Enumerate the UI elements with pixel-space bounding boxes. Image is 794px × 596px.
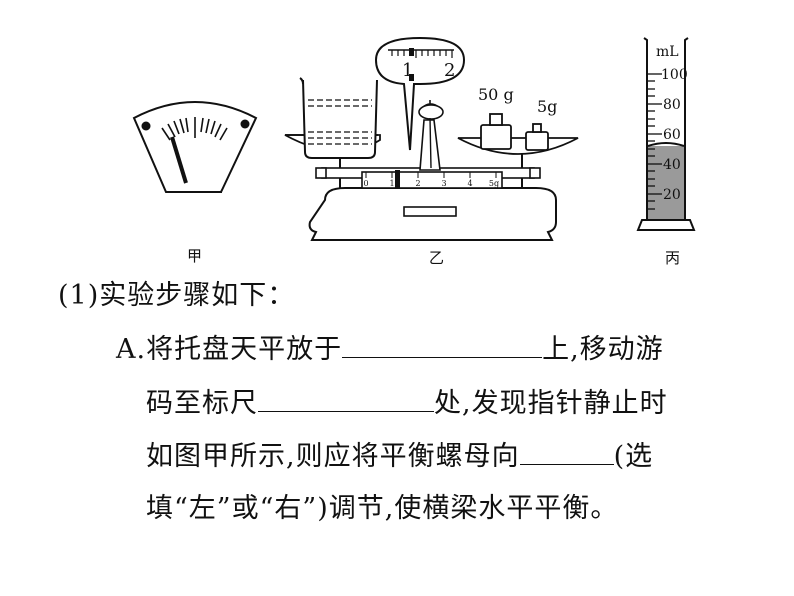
beam-scale-label-3: 3 (441, 179, 446, 188)
weight-small-label: 5g (537, 97, 557, 116)
question-line-2: 码至标尺 处,发现指针静止时 (146, 387, 668, 420)
line1-text-a: A.将托盘天平放于 (116, 334, 343, 365)
cylinder-tick-60: 60 (663, 127, 681, 143)
zoom-label-1: 1 (402, 60, 413, 81)
beam-scale-label-4: 4 (467, 179, 472, 188)
weight-large-label: 50 g (478, 85, 514, 104)
answer-blank-2[interactable] (258, 387, 434, 412)
answer-blank-3[interactable] (519, 440, 614, 465)
line1-text-b: 上,移动游 (542, 334, 664, 365)
caption-yi: 乙 (429, 249, 445, 267)
balance-nut-right (529, 167, 541, 179)
weight-5g (525, 131, 549, 151)
question-line-3: 如图甲所示,则应将平衡螺母向 (选 (146, 440, 653, 473)
dial-scale-ticks (161, 117, 228, 141)
figure-svg: 0 1 2 3 4 5g (132, 36, 696, 241)
cylinder-foot (636, 219, 696, 231)
beam-scale (361, 171, 503, 189)
beam-scale-label-0: 0 (363, 179, 368, 188)
pan-right (457, 137, 579, 155)
question-line-1: A.将托盘天平放于 上,移动游 (116, 333, 664, 366)
caption-bing: 丙 (665, 249, 681, 267)
base-plate (403, 206, 457, 217)
cylinder-tick-80: 80 (663, 97, 681, 113)
weight-50g (480, 124, 512, 150)
ruler-zoom-bubble (374, 36, 466, 151)
experiment-figure: 0 1 2 3 4 5g (0, 0, 794, 275)
line2-text-b: 处,发现指针静止时 (434, 388, 668, 419)
beaker (302, 79, 378, 159)
balance-nut-left (315, 167, 327, 179)
answer-blank-1[interactable] (342, 333, 543, 358)
pointer-dial-jia (132, 101, 258, 193)
balance-yi: 0 1 2 3 4 5g (284, 36, 579, 241)
caption-jia: 甲 (187, 247, 203, 265)
line2-text-a: 码至标尺 (146, 388, 258, 419)
beam-scale-label-5: 5g (489, 179, 499, 188)
cylinder-tick-40: 40 (663, 157, 681, 173)
cylinder-tick-100: 100 (661, 67, 688, 83)
beam-scale-label-1: 1 (389, 179, 394, 188)
zoom-label-2: 2 (444, 60, 455, 81)
cylinder-liquid (648, 146, 684, 220)
question-line-4: 填“左”或“右”)调节,使横梁水平平衡。 (146, 493, 619, 524)
rider-weight (395, 170, 400, 188)
step-heading: (1)实验步骤如下： (58, 280, 296, 311)
line3-text-a: 如图甲所示,则应将平衡螺母向 (146, 441, 520, 472)
cylinder-unit: mL (656, 44, 679, 60)
line3-text-b: (选 (613, 441, 654, 472)
graduated-cylinder-bing: mL 100 80 60 40 20 (636, 37, 696, 231)
beam-scale-label-2: 2 (415, 179, 420, 188)
dial-pointer (170, 136, 188, 184)
cylinder-tick-20: 20 (663, 187, 681, 203)
